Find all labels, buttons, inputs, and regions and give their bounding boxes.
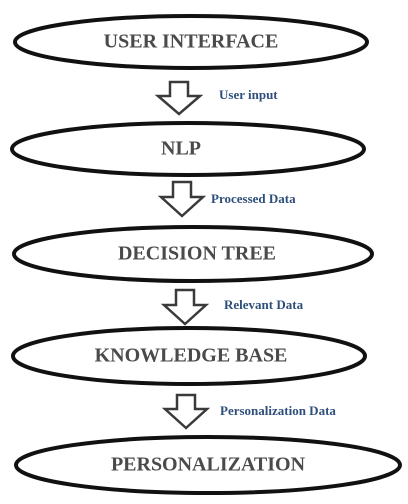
edge-decision-tree-to-knowledge-base: Relevant Data [160, 288, 304, 326]
node-personalization-label: PERSONALIZATION [111, 454, 306, 476]
edge-label-user-input: User input [219, 87, 278, 102]
node-decision-tree-ellipse [12, 225, 374, 283]
node-knowledge-base: KNOWLEDGE BASE [11, 326, 367, 386]
node-nlp-label: NLP [161, 138, 201, 160]
node-nlp: NLP [10, 121, 366, 177]
down-arrow-icon [161, 393, 211, 430]
down-arrow-icon [154, 80, 204, 116]
edge-label-relevant-data: Relevant Data [224, 297, 304, 312]
node-user-interface: USER INTERFACE [13, 14, 369, 70]
node-user-interface-ellipse [13, 14, 369, 70]
edge-label-personalization-data: Personalization Data [220, 403, 336, 418]
edge-knowledge-base-to-personalization: Personalization Data [161, 393, 336, 430]
node-decision-tree: DECISION TREE [12, 225, 374, 283]
edge-ui-to-nlp: User input [154, 80, 278, 116]
node-decision-tree-label: DECISION TREE [118, 243, 276, 265]
node-knowledge-base-ellipse [11, 326, 367, 386]
node-knowledge-base-label: KNOWLEDGE BASE [95, 345, 288, 367]
down-arrow-icon [157, 180, 207, 218]
down-arrow-icon [160, 288, 210, 326]
node-personalization: PERSONALIZATION [14, 435, 402, 495]
edge-label-processed-data: Processed Data [211, 191, 296, 206]
node-personalization-ellipse [14, 435, 402, 495]
edge-nlp-to-decision-tree: Processed Data [157, 180, 296, 218]
node-user-interface-label: USER INTERFACE [104, 31, 279, 53]
node-nlp-ellipse [10, 121, 366, 177]
